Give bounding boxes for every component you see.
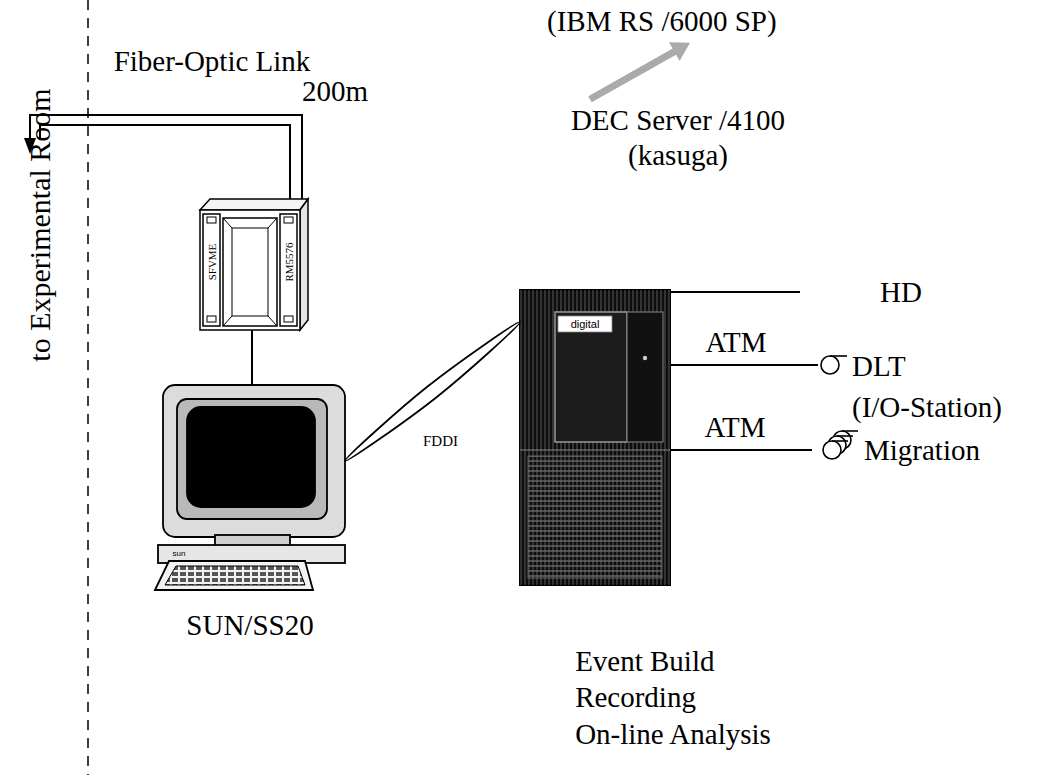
connector [590, 42, 690, 99]
logo-plate [558, 316, 612, 332]
connector-line [670, 364, 818, 366]
fddi-ring [345, 322, 520, 461]
text-line: On-line Analysis [575, 715, 771, 751]
server-tower [520, 290, 670, 585]
node-text: RM5576 [283, 242, 294, 281]
workstation-node: SUN/SS20 [155, 385, 345, 590]
connector-line [670, 291, 800, 293]
vme-crate [200, 199, 308, 330]
node-text: DLT [852, 346, 1002, 387]
server-node: DEC Server /4100 (kasuga)Event Build Rec… [520, 290, 670, 585]
text-line: Recording [575, 679, 771, 715]
node-text: Event Build Recording On-line Analysis [575, 643, 771, 752]
edge-label: FDDI [421, 433, 460, 450]
crate-bay [223, 218, 277, 326]
system-name: (IBM RS /6000 SP) [547, 4, 777, 39]
tape-tail [842, 430, 858, 432]
tower-ribs [520, 290, 670, 585]
connector-line [251, 330, 253, 385]
node-text: Migration [864, 430, 980, 471]
tower-grille [528, 456, 662, 578]
node-text: (IBM RS /6000 SP) [547, 4, 777, 39]
slot-latch [284, 217, 293, 223]
tape-reel [821, 356, 839, 374]
keyboard [155, 561, 313, 590]
tower-divider [520, 449, 670, 450]
tape-symbol [821, 356, 847, 374]
monitor-case [163, 385, 345, 537]
fiber-line [30, 115, 302, 199]
connector [345, 322, 520, 461]
node-text: SUN/SS20 [186, 608, 313, 643]
brand-logo: sun [173, 549, 186, 558]
monitor-screen [187, 407, 315, 507]
crate-slot [280, 214, 297, 326]
tape-tail [837, 435, 853, 437]
connector [252, 330, 253, 385]
storage-node: HD [800, 272, 922, 313]
brand-logo: digital [571, 318, 600, 331]
migration-symbol [823, 431, 858, 459]
connector-line [670, 449, 812, 451]
keyhole [643, 356, 647, 360]
link-label: Fiber-Optic Link [114, 45, 311, 78]
workstation [155, 385, 345, 590]
slot-latch [207, 316, 216, 322]
connector [670, 292, 800, 293]
keyboard-keys [165, 566, 305, 585]
crate-bay-back [232, 228, 268, 316]
text-line: Event Build [575, 643, 771, 679]
slot-latch [284, 316, 293, 322]
text-line: (kasuga) [571, 138, 785, 173]
edge-label: ATM [702, 411, 767, 444]
node-text: HD [880, 272, 922, 313]
connector [670, 365, 818, 366]
tower-door [555, 312, 627, 442]
crate-front [200, 210, 300, 330]
fiber-line [40, 125, 290, 200]
tape-reel [823, 441, 841, 459]
tower-side-panel [627, 312, 663, 442]
tape-tail [830, 355, 847, 357]
crate-slot [203, 214, 220, 326]
crate-side [300, 199, 308, 330]
storage-node: DLT(I/O-Station) [818, 346, 1002, 427]
node-text: SFVME [206, 244, 217, 281]
arrow-head [669, 42, 690, 61]
edge-label: ATM [703, 326, 768, 359]
connector [670, 450, 812, 451]
vme-crate-node: SFVME RM5576 [200, 198, 308, 330]
slot-latch [207, 217, 216, 223]
room-label: to Experimental Room [23, 88, 58, 361]
length-label: 200m [302, 75, 368, 108]
monitor-bezel [177, 399, 327, 519]
tape-tail [832, 440, 848, 442]
node-text: (I/O-Station) [852, 387, 1002, 428]
connector-line [590, 50, 677, 99]
room-boundary [87, 0, 89, 775]
text-line: DEC Server /4100 [571, 103, 785, 138]
crate-top [200, 199, 308, 210]
node-text: DEC Server /4100 (kasuga) [571, 103, 785, 173]
storage-node: Migration [812, 430, 980, 471]
tower-body [520, 290, 670, 585]
crate-perspective [223, 218, 277, 326]
